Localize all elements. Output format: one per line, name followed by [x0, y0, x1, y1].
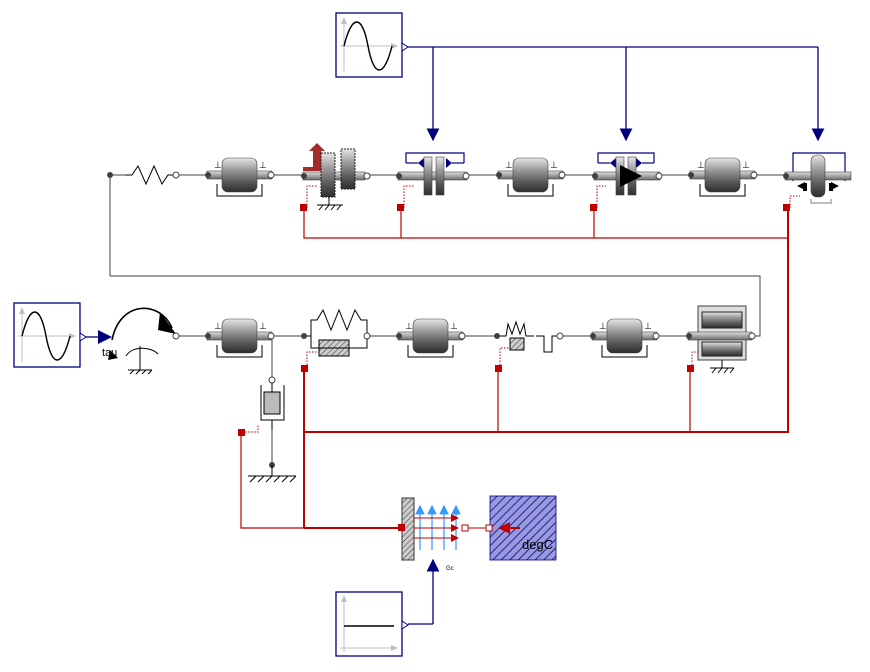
svg-text:⊥: ⊥ [644, 321, 652, 331]
spring-damper-mid[interactable] [301, 308, 371, 357]
constant-source[interactable] [335, 591, 409, 657]
svg-text:⊥: ⊥ [214, 160, 222, 170]
heat-wires [240, 208, 789, 529]
fixed-temperature[interactable]: degC [485, 495, 557, 561]
svg-text:⊥: ⊥ [259, 160, 267, 170]
heat-port-one-way-clutch[interactable] [590, 204, 597, 211]
svg-text:⊥: ⊥ [599, 321, 607, 331]
heat-stubs [306, 185, 800, 368]
svg-text:⊥: ⊥ [259, 321, 267, 331]
sine-wave-icon [343, 21, 393, 71]
one-way-clutch[interactable] [592, 152, 663, 196]
clutch-top[interactable] [396, 152, 470, 196]
svg-text:⊥: ⊥ [697, 160, 705, 170]
svg-text:⊥: ⊥ [405, 321, 413, 331]
heat-port-gear[interactable] [300, 204, 307, 211]
gc-label: Gc [446, 566, 454, 572]
degc-label: degC [522, 537, 553, 552]
heat-port-wall[interactable] [398, 524, 405, 531]
sine-source-left[interactable] [13, 302, 87, 368]
torque-source[interactable]: tau [102, 307, 180, 375]
heat-port-spring-damper[interactable] [301, 365, 308, 372]
heat-port-backlash[interactable] [495, 365, 502, 372]
mechanical-wires [109, 174, 785, 465]
convection-element[interactable]: Gc [398, 497, 469, 572]
damper-vertical[interactable] [248, 376, 297, 483]
inertia-mid-3[interactable]: ⊥⊥ [590, 318, 660, 358]
svg-text:⊥: ⊥ [450, 321, 458, 331]
svg-text:⊥: ⊥ [214, 321, 222, 331]
svg-text:⊥: ⊥ [742, 160, 750, 170]
heat-port-clutch[interactable] [397, 204, 404, 211]
tau-input-port [98, 330, 112, 344]
heat-port-damper[interactable] [238, 429, 245, 436]
svg-text:⊥: ⊥ [505, 160, 513, 170]
brake-top[interactable] [783, 152, 852, 204]
ideal-gear-top[interactable] [301, 143, 371, 211]
signal-wires [408, 46, 825, 625]
inertia-top-2[interactable]: ⊥⊥ [496, 157, 566, 197]
bearing-friction[interactable] [686, 305, 756, 374]
inertia-top-1[interactable]: ⊥⊥ [205, 157, 275, 197]
heat-port-bearing[interactable] [687, 365, 694, 372]
sine-wave-icon [21, 311, 71, 361]
inertia-top-3[interactable]: ⊥⊥ [688, 157, 758, 197]
svg-text:⊥: ⊥ [550, 160, 558, 170]
elasto-backlash[interactable] [494, 320, 564, 353]
sine-source-top[interactable] [335, 12, 409, 78]
spring-top[interactable] [107, 164, 180, 186]
tau-label: tau [102, 347, 117, 359]
heat-port-brake[interactable] [783, 204, 790, 211]
inertia-mid-2[interactable]: ⊥⊥ [396, 318, 466, 358]
inertia-mid-1[interactable]: ⊥⊥ [205, 318, 275, 358]
